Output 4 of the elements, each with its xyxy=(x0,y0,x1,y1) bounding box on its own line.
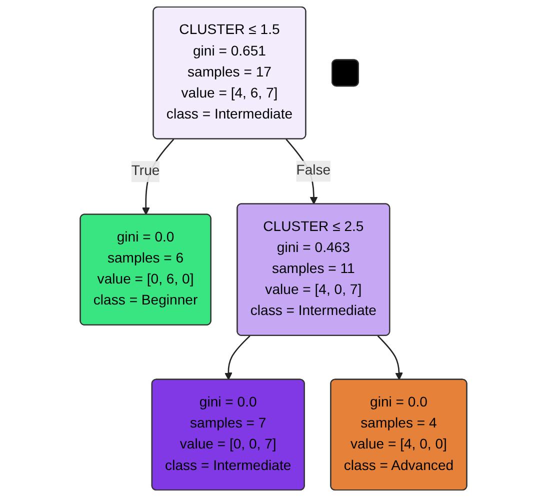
edge-label: True xyxy=(131,164,160,179)
edge-label: False xyxy=(296,163,331,178)
arrow xyxy=(224,335,250,380)
arrow xyxy=(377,335,403,380)
